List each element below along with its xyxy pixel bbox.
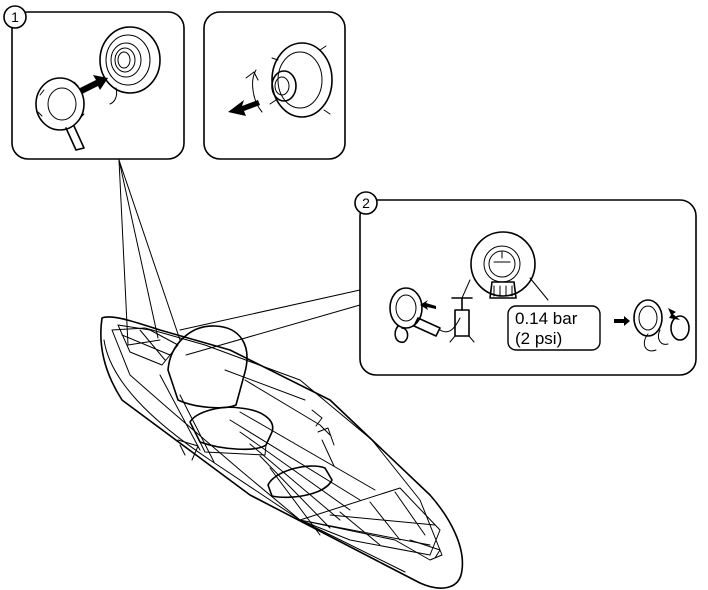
kayak-floor-ribs xyxy=(230,412,375,535)
step-1-number: 1 xyxy=(11,9,19,25)
step-2-number: 2 xyxy=(362,195,370,211)
footrest xyxy=(268,466,332,497)
pressure-bar-value: 0.14 bar xyxy=(515,309,578,328)
leader-lines xyxy=(119,160,360,355)
footrest-strap xyxy=(318,428,334,466)
side-handle-right xyxy=(410,540,440,558)
step-1-detail-panel xyxy=(204,12,345,159)
pressure-psi-value: (2 psi) xyxy=(515,329,562,348)
kayak-bottom-line xyxy=(104,340,405,572)
seat-cushion xyxy=(190,407,273,449)
